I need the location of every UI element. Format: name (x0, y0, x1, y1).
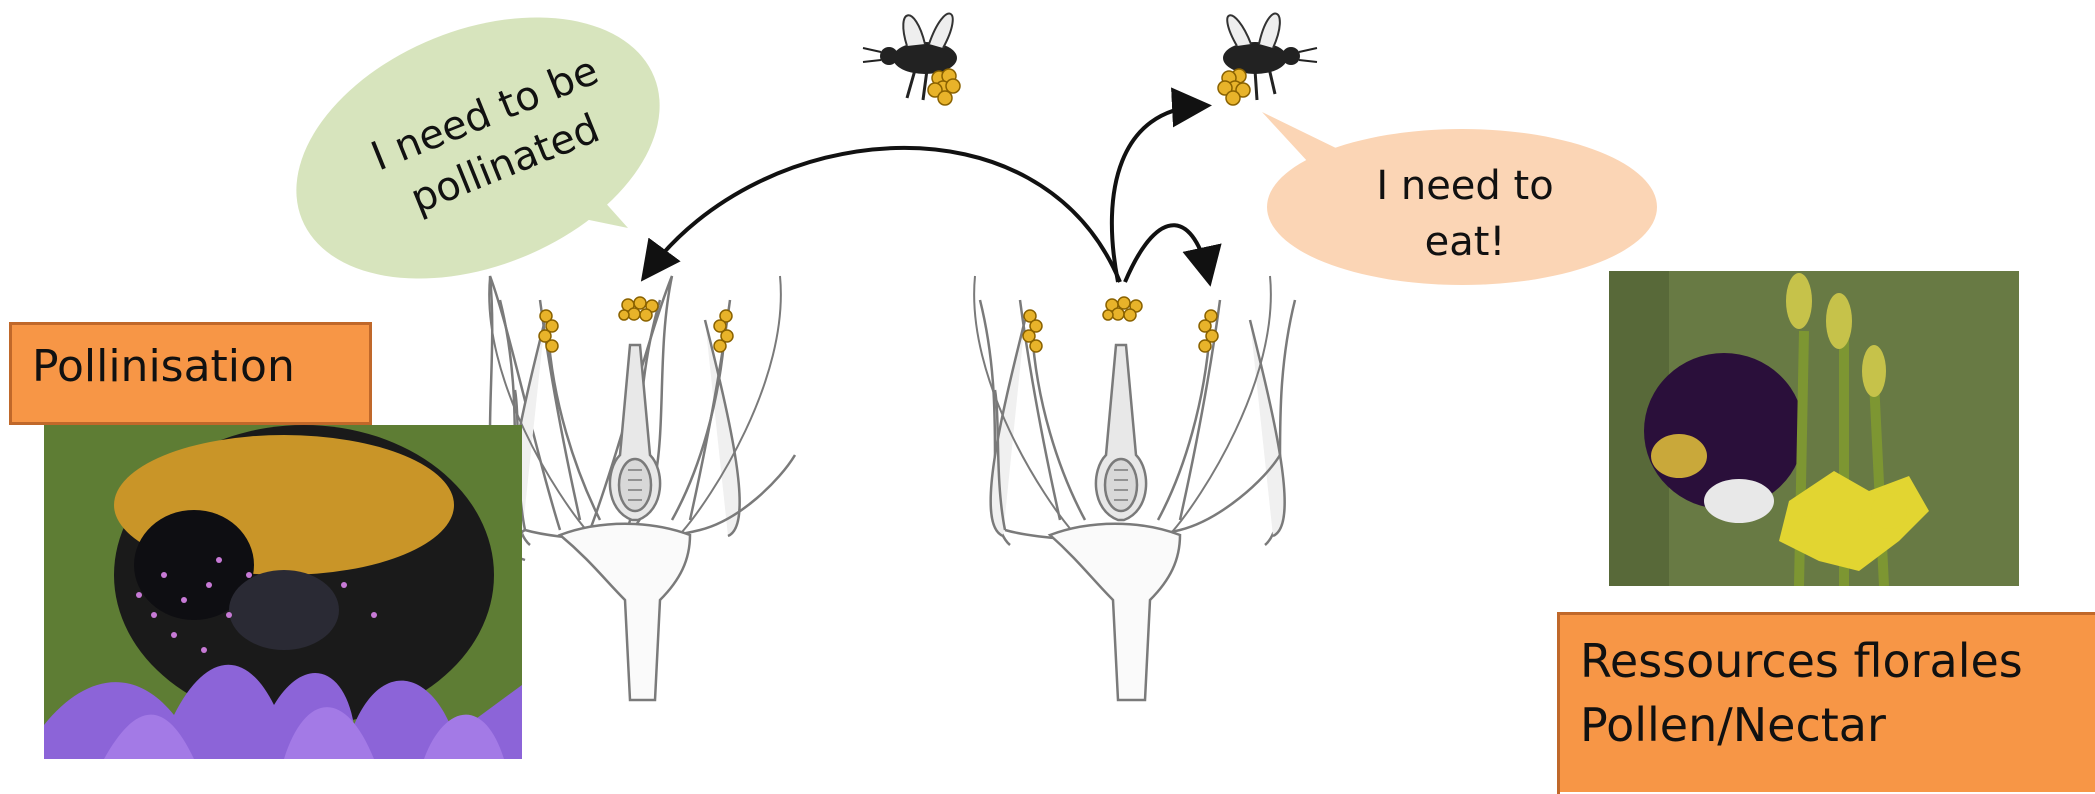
photo-bumblebee-pollen (44, 425, 522, 759)
arrow-to-left-flower (648, 148, 1120, 282)
arrow-to-right-anther (1125, 225, 1208, 282)
pollinisation-text: Pollinisation (32, 341, 295, 392)
bee-icon-left (863, 14, 960, 105)
bubble-eat-text: I need to eat! (1330, 158, 1600, 270)
bubble-right-line1: I need to (1330, 158, 1600, 214)
arrow-to-bee (1112, 106, 1200, 282)
flower-right (974, 276, 1295, 700)
ressources-label: Ressources florales Pollen/Nectar (1557, 612, 2095, 794)
ressources-line1: Ressources florales (1580, 629, 2095, 693)
bee-icon-right (1218, 14, 1317, 105)
arrows (648, 106, 1208, 282)
pollinisation-label: Pollinisation (9, 322, 372, 425)
flower-left (489, 276, 795, 700)
photo-bumblebee-nectar (1609, 271, 2019, 586)
bubble-right-line2: eat! (1330, 214, 1600, 270)
ressources-line2: Pollen/Nectar (1580, 693, 2095, 757)
